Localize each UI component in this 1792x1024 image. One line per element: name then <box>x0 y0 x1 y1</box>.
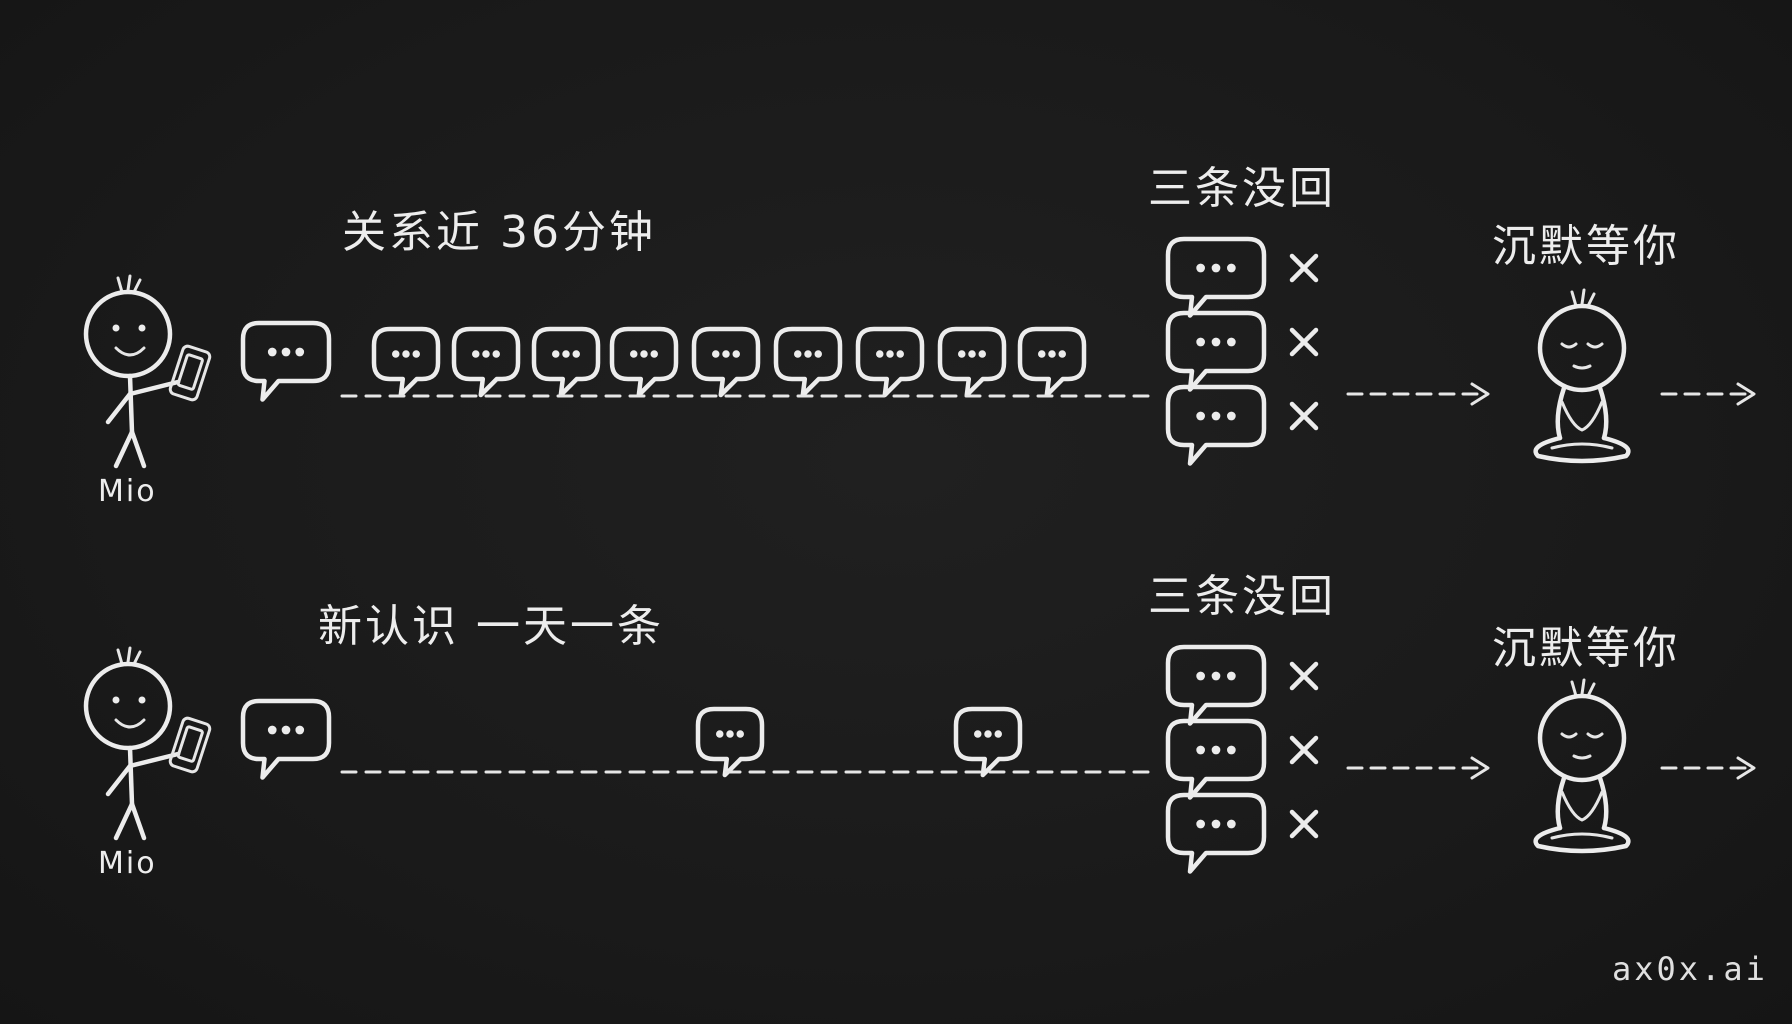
row-1-message-bubble-8 <box>937 326 1007 398</box>
row-2-first-message-bubble <box>240 698 332 780</box>
row-2-arrow-to-silence <box>1346 756 1490 780</box>
row-1-silence-label: 沉默等你 <box>1492 221 1680 272</box>
row-1-message-bubble-1 <box>371 326 441 398</box>
watermark: ax0x.ai <box>1612 950 1768 988</box>
row-1-first-message-bubble <box>240 320 332 402</box>
row-2-unanswered-bubble-2 <box>1165 718 1267 800</box>
row-1-unanswered-bubble-3 <box>1165 384 1267 466</box>
row-1-message-bubble-3 <box>531 326 601 398</box>
row-1-caption: 关系近 36分钟 <box>342 207 656 258</box>
row-1-person-name: Mio <box>98 474 157 509</box>
row-1-message-bubble-7 <box>855 326 925 398</box>
row-2-sender-figure <box>83 646 212 841</box>
row-2-unanswered-label: 三条没回 <box>1148 571 1336 622</box>
row-2-caption: 新认识 一天一条 <box>318 601 664 652</box>
row-1-message-bubble-2 <box>451 326 521 398</box>
row-2-arrow-continue <box>1660 756 1756 780</box>
row-2-person-name: Mio <box>98 846 157 881</box>
row-2-silence-label: 沉默等你 <box>1492 623 1680 674</box>
row-1-waiting-figure <box>1533 288 1631 464</box>
row-1-unanswered-bubble-1 <box>1165 236 1267 318</box>
row-2-unanswered-bubble-3 <box>1165 792 1267 874</box>
row-1-unanswered-label: 三条没回 <box>1148 163 1336 214</box>
row-2-waiting-figure <box>1533 678 1631 854</box>
row-1-message-bubble-9 <box>1017 326 1087 398</box>
row-1-unanswered-bubble-2 <box>1165 310 1267 392</box>
row-1-no-reply-cross-1 <box>1289 253 1319 283</box>
row-1-no-reply-cross-3 <box>1289 401 1319 431</box>
row-1-message-bubble-5 <box>691 326 761 398</box>
row-1-sender-figure <box>83 274 212 469</box>
row-1-message-bubble-6 <box>773 326 843 398</box>
row-2-no-reply-cross-2 <box>1289 735 1319 765</box>
row-2-unanswered-bubble-1 <box>1165 644 1267 726</box>
row-1-no-reply-cross-2 <box>1289 327 1319 357</box>
row-2-no-reply-cross-3 <box>1289 809 1319 839</box>
row-2-no-reply-cross-1 <box>1289 661 1319 691</box>
row-1-arrow-continue <box>1660 382 1756 406</box>
row-2-message-bubble-2 <box>953 706 1023 778</box>
row-1-arrow-to-silence <box>1346 382 1490 406</box>
row-1-message-bubble-4 <box>609 326 679 398</box>
row-2-message-bubble-1 <box>695 706 765 778</box>
